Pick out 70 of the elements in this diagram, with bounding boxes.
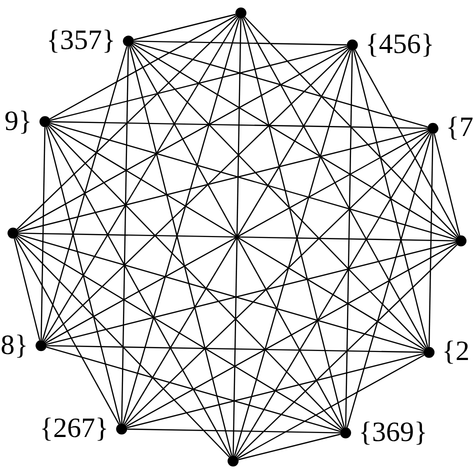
vertex-label: {2 [442,338,470,366]
edge-line [44,48,349,342]
edge-line [232,18,242,456]
edge-line [122,18,240,424]
edge-line [46,126,121,424]
vertex-label: {357} [46,27,116,56]
edge-line [129,46,232,456]
edge-line [42,46,128,340]
vertex-dot [340,427,352,438]
edge-line [18,232,456,242]
edge-line [234,50,352,456]
edge-line [40,127,46,340]
edge-line [346,134,432,428]
edge-line [125,132,430,426]
edge-line [132,43,457,239]
edge-line [242,18,345,428]
vertex-dot [424,346,434,358]
vertex-dot [40,116,50,128]
vertex-label: {456} [365,31,434,59]
vertex-dot [455,235,466,246]
edge-line [17,235,342,431]
edge-line [50,122,456,240]
vertex-dot [36,340,47,352]
edge-line [134,40,347,46]
edge-line [132,44,426,349]
vertex-label: 8} [0,332,28,360]
edge-line [434,134,460,236]
edge-line [345,50,353,428]
vertex-label: {267} [40,415,109,443]
edge-line [16,236,230,458]
edge-line [18,129,428,232]
edge-line [50,46,348,121]
edge-line [235,132,431,457]
edge-line [121,46,129,424]
edge-line [46,345,424,353]
edge-line [16,16,238,230]
edge-line [18,234,424,352]
edge-line [50,121,428,129]
vertex-label: {369} [358,418,428,447]
edge-line [14,238,40,340]
edge-line [47,126,231,456]
vertex-dot [116,424,128,434]
edge-line [238,354,424,459]
edge-line [353,50,428,348]
vertex-dot [122,36,134,47]
edge-line [50,15,236,120]
edge-line [428,134,434,347]
edge-line [46,346,340,432]
edge-line [243,18,427,348]
vertex-dot [228,455,239,466]
edge-line [46,242,456,345]
edge-line [134,42,428,128]
vertex-dot [8,228,19,239]
vertex-dot [346,40,358,50]
edge-line [126,243,456,427]
vertex-label: 9} [4,108,32,136]
edge-line [126,353,424,428]
edge-line [43,17,239,342]
edge-line [238,434,340,460]
edge-line [48,125,342,430]
edge-line [15,238,120,424]
edge-line [244,16,458,238]
vertex-label: {7 [446,114,474,142]
edge-line [236,244,458,458]
vertex-dot [235,8,246,19]
edge-line [127,428,340,434]
edge-line [18,47,348,231]
edge-line [354,50,459,236]
vertex-dot [427,122,438,134]
edge-line [134,14,236,40]
